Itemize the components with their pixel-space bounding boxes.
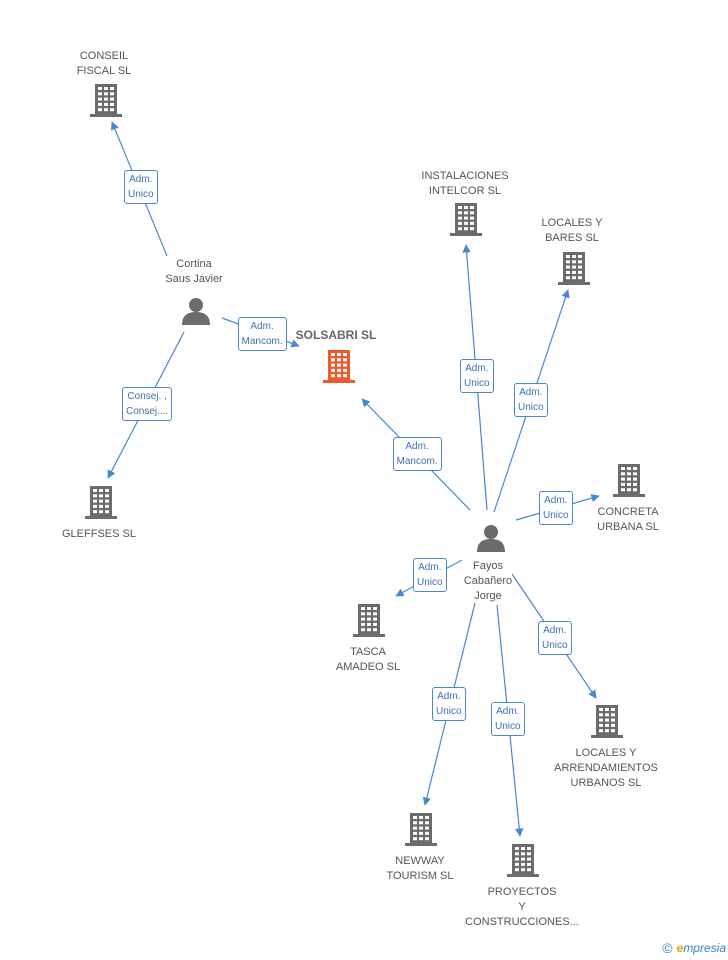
node-label-line: PROYECTOS [487,886,557,898]
node-label-line: TOURISM SL [386,870,454,882]
node-label-line: AMADEO SL [335,661,401,673]
building-icon [591,705,623,738]
node-label-line: URBANA SL [597,521,659,533]
node-label-line: LOCALES Y [575,747,637,759]
edge-label[interactable]: Adm. Unico [124,170,158,204]
node-label-line: CONSEIL [79,50,129,62]
footer-brand: © empresia [662,940,726,956]
node-label-line: LOCALES Y [541,217,603,229]
edge-label-line: Adm. [129,174,153,185]
edge-label-line: Mancom. [241,336,283,347]
edge-label-line: Adm. [405,441,429,452]
copyright-icon: © [662,940,673,956]
edge-label-line: Consej. , [127,391,167,402]
node-label-line: INTELCOR SL [428,185,502,197]
node-label[interactable]: CONSEIL FISCAL SL [24,49,184,79]
edge-label[interactable]: Adm. Unico [538,621,572,655]
node-label[interactable]: SOLSABRI SL [256,328,416,343]
edge-label[interactable]: Adm. Mancom. [392,437,442,471]
edge-label-line: Unico [542,640,568,651]
edge-label[interactable]: Adm. Unico [413,558,447,592]
edge-label-line: Consej.... [126,406,169,417]
brand-name: mpresia [683,941,726,955]
node-label[interactable]: NEWWAY TOURISM SL [340,854,500,884]
node-label[interactable]: GLEFFSES SL [19,527,179,542]
edge-label-line: Adm. [250,321,274,332]
edge-label-line: Adm. [543,625,567,636]
node-label-line: CONCRETA [597,506,659,518]
edge-label[interactable]: Adm. Unico [514,383,548,417]
node-label[interactable]: TASCA AMADEO SL [288,645,448,675]
brand-initial: e [676,941,684,955]
node-label-line: Y [518,901,526,913]
edge-label-line: Unico [436,706,462,717]
node-label[interactable]: PROYECTOS Y CONSTRUCCIONES... [442,885,602,930]
node-label-line: CONSTRUCCIONES... [465,916,579,928]
edge-label[interactable]: Adm. Unico [491,702,525,736]
person-icon [477,525,505,552]
building-icon [353,604,385,637]
building-icon [558,252,590,285]
node-label-line: Cabañero [463,575,513,587]
edge-label[interactable]: Adm. Unico [539,491,573,525]
building-icon [507,844,539,877]
building-icon [90,84,122,117]
node-label[interactable]: LOCALES Y ARRENDAMIENTOS URBANOS SL [526,746,686,791]
node-label-line: Fayos [473,560,503,572]
edge-label-line: Unico [543,510,569,521]
node-label-line: TASCA [350,646,386,658]
node-label-line: GLEFFSES SL [62,528,136,540]
node-label-line: ARRENDAMIENTOS [554,762,658,774]
edge-label[interactable]: Adm. Mancom. [237,317,287,351]
building-icon [323,350,355,383]
edge-label-line: Adm. [437,691,461,702]
building-icon [450,203,482,236]
node-label-line: Saus Javier [165,273,223,285]
node-label-line: Jorge [474,590,502,602]
node-label-line: BARES SL [545,232,599,244]
person-icon [182,298,210,325]
node-label-line: FISCAL SL [76,65,132,77]
node-label-line: SOLSABRI SL [295,328,377,342]
node-label[interactable]: CONCRETA URBANA SL [548,505,708,535]
node-label[interactable]: LOCALES Y BARES SL [492,216,652,246]
edge-label-line: Adm. [519,387,543,398]
building-icon [85,486,117,519]
edge-label-line: Unico [417,577,443,588]
edge-label[interactable]: Adm. Unico [432,687,466,721]
edge-label-line: Unico [128,189,154,200]
node-label-line: URBANOS SL [570,777,642,789]
building-icon [405,813,437,846]
edge-label-line: Adm. [544,495,568,506]
node-label-line: NEWWAY [395,855,445,867]
edge-label-line: Adm. [465,363,489,374]
node-label-line: Cortina [176,258,212,270]
edge-label-line: Adm. [496,706,520,717]
edge-label-line: Unico [464,378,490,389]
edge-label[interactable]: Adm. Unico [460,359,494,393]
node-label[interactable]: INSTALACIONES INTELCOR SL [385,169,545,199]
node-label-line: INSTALACIONES [421,170,509,182]
edge-label[interactable]: Consej. , Consej.... [122,387,173,421]
edge-label-line: Unico [518,402,544,413]
edge-label-line: Mancom. [396,456,438,467]
edge-label-line: Adm. [418,562,442,573]
edge-label-line: Unico [495,721,521,732]
building-icon [613,464,645,497]
